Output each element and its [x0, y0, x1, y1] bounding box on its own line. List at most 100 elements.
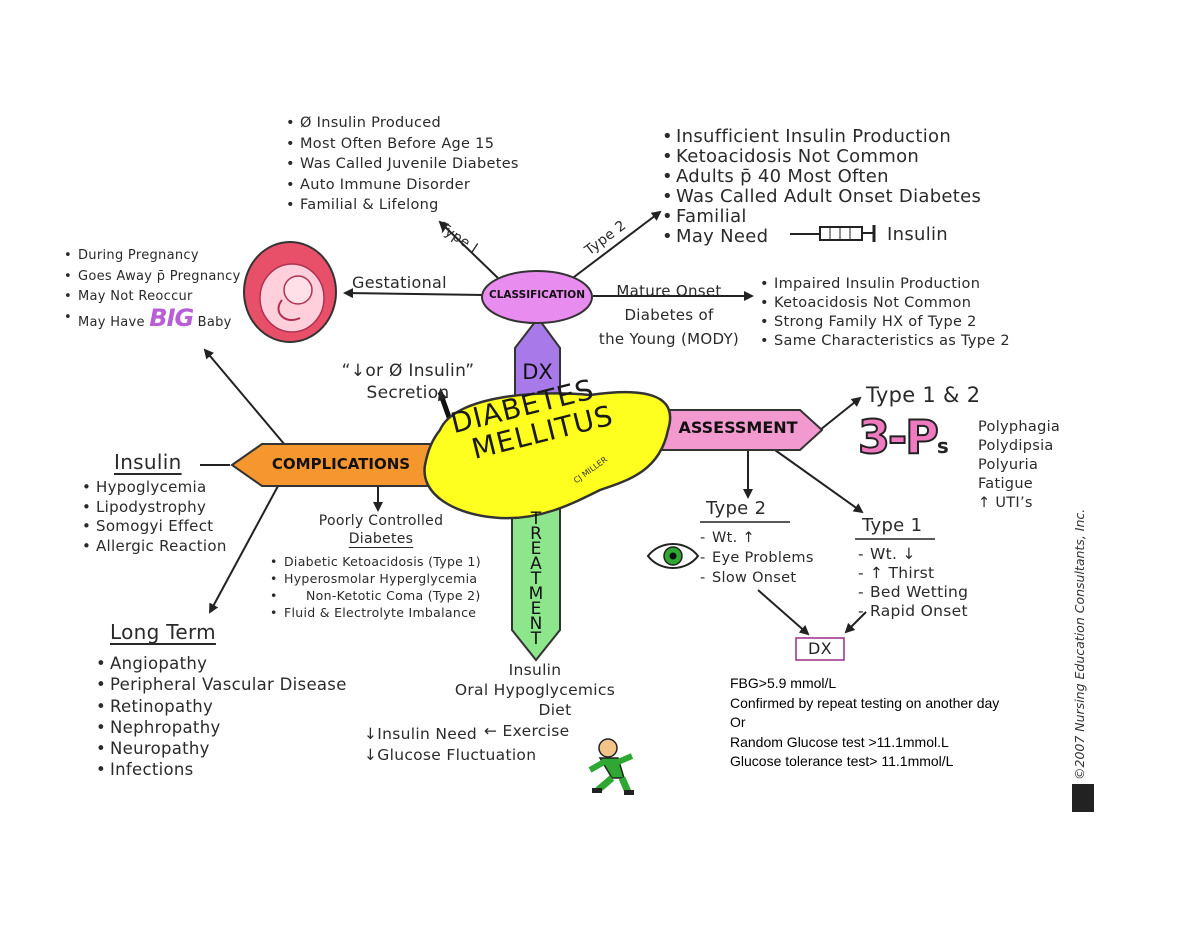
poorly-list: Diabetic Ketoacidosis (Type 1) Hyperosmo…: [268, 553, 481, 621]
type1-list: Ø Insulin Produced Most Often Before Age…: [284, 113, 519, 216]
big-word: BIG: [149, 303, 194, 332]
list-item: Fluid & Electrolyte Imbalance: [268, 604, 481, 621]
list-item: May Need: [660, 227, 981, 248]
assess-type2-list: Wt. ↑ Eye Problems Slow Onset: [698, 528, 814, 588]
long-term-list: Angiopathy Peripheral Vascular Disease R…: [94, 653, 347, 781]
symptom-list: Polyphagia Polydipsia Polyuria Fatigue ↑…: [978, 418, 1060, 513]
symptom-item: Polydipsia: [978, 438, 1054, 454]
arrow-gestational-comp: [203, 348, 286, 446]
long-term-label: Long Term: [110, 620, 216, 644]
list-item: Familial: [660, 207, 981, 228]
list-item: Hypoglycemia: [80, 478, 227, 498]
dx-label: DX: [522, 360, 553, 384]
arrow-secretion: [437, 390, 453, 421]
assess-type1-label: Type 1: [862, 515, 923, 536]
list-item: Diabetic Ketoacidosis (Type 1): [268, 553, 481, 570]
list-item: Eye Problems: [698, 548, 814, 568]
list-item: Infections: [94, 759, 347, 781]
list-item: Somogyi Effect: [80, 517, 227, 537]
mody-line2: Diabetes of: [624, 306, 714, 324]
list-item: Ø Insulin Produced: [284, 113, 519, 134]
classification-label: CLASSIFICATION: [489, 289, 585, 301]
list-item: Strong Family HX of Type 2: [758, 313, 1010, 332]
list-item: May Have BIG Baby: [62, 306, 241, 334]
dx-note-random: Random Glucose test >11.1mmol.L: [730, 733, 949, 750]
list-item: Goes Away p̄ Pregnancy: [62, 267, 241, 288]
list-item: ↑ Thirst: [856, 564, 968, 583]
list-item: Angiopathy: [94, 653, 347, 675]
classification-node: [481, 270, 593, 324]
treatment-item: Insulin: [508, 661, 562, 679]
arrow-gestational: [343, 288, 485, 299]
list-item: Slow Onset: [698, 568, 814, 588]
symptom-item: Polyuria: [978, 457, 1039, 473]
treatment-item: Oral Hypoglycemics: [454, 681, 616, 699]
list-item-continuation: Non-Ketotic Coma (Type 2): [268, 587, 481, 604]
big-baby-suffix: Baby: [197, 314, 232, 330]
list-item: Most Often Before Age 15: [284, 134, 519, 155]
list-item: Was Called Juvenile Diabetes: [284, 154, 519, 175]
copyright-text: ©2007 Nursing Education Consultants, Inc…: [1072, 508, 1087, 780]
list-item: Wt. ↓: [856, 545, 968, 564]
exercise-text: ← Exercise: [484, 722, 570, 740]
continuation-text: Non-Ketotic Coma (Type 2): [306, 588, 481, 603]
secretion-note: “↓or Ø Insulin” Secretion: [328, 360, 488, 404]
list-item: Ketoacidosis Not Common: [758, 294, 1010, 313]
three-ps-suffix: s: [936, 434, 949, 458]
three-ps-text: 3-P: [857, 409, 940, 465]
center-blob: [423, 390, 672, 520]
gestational-label: Gestational: [352, 273, 447, 292]
list-item: Hyperosmolar Hyperglycemia: [268, 570, 481, 587]
list-item: During Pregnancy: [62, 246, 241, 267]
arrow-longterm: [209, 485, 279, 614]
list-item: Was Called Adult Onset Diabetes: [660, 187, 981, 208]
list-item: Peripheral Vascular Disease: [94, 674, 347, 696]
symptom-item: Polyphagia: [978, 419, 1061, 435]
dx-notes: FBG>5.9 mmol/L Confirmed by repeat testi…: [730, 674, 999, 772]
list-item: Allergic Reaction: [80, 537, 227, 557]
list-item: Nephropathy: [94, 717, 347, 739]
list-item: Adults p̄ 40 Most Often: [660, 167, 981, 188]
arrow-type12: [819, 396, 862, 431]
dx-note-or: Or: [730, 714, 746, 730]
dx-note-gtt: Glucose tolerance test> 11.1mmol/L: [730, 753, 954, 769]
dx-box: [795, 637, 845, 661]
list-item: Lipodystrophy: [80, 498, 227, 518]
assessment-label: ASSESSMENT: [678, 418, 798, 437]
eye-icon: [646, 543, 700, 569]
list-item: Auto Immune Disorder: [284, 175, 519, 196]
arrow-type1: [438, 220, 501, 281]
gestational-list: During Pregnancy Goes Away p̄ Pregnancy …: [62, 246, 241, 333]
runner-illustration: [588, 738, 634, 795]
arrow-assess-type1: [774, 449, 864, 514]
treatment-list: Insulin Oral Hypoglycemics Diet: [440, 660, 630, 720]
publisher-logo: [1072, 784, 1094, 812]
mody-label: Mature Onset Diabetes of the Young (MODY…: [594, 279, 744, 351]
complications-label: COMPLICATIONS: [271, 455, 411, 473]
list-item: Retinopathy: [94, 696, 347, 718]
comp-insulin-list: Hypoglycemia Lipodystrophy Somogyi Effec…: [80, 478, 227, 556]
assess-type1-list: Wt. ↓ ↑ Thirst Bed Wetting Rapid Onset: [856, 545, 968, 621]
type2-list: Insufficient Insulin Production Ketoacid…: [660, 127, 981, 248]
poorly-line1: Poorly Controlled: [318, 513, 444, 529]
mody-line1: Mature Onset: [616, 282, 722, 300]
mody-list: Impaired Insulin Production Ketoacidosis…: [758, 275, 1010, 351]
dx-note-fbg: FBG>5.9 mmol/L: [730, 675, 837, 691]
list-item: Familial & Lifelong: [284, 195, 519, 216]
type12-heading: Type 1 & 2: [866, 383, 981, 407]
comp-insulin-label: Insulin: [114, 450, 182, 474]
big-baby-prefix: May Have: [78, 314, 145, 330]
list-item: Insufficient Insulin Production: [660, 127, 981, 148]
insulin-need-decrease: ↓Insulin Need: [364, 725, 478, 743]
list-item: Impaired Insulin Production: [758, 275, 1010, 294]
assess-type2-label: Type 2: [706, 498, 767, 519]
insulin-need-text: Insulin: [887, 224, 949, 245]
three-ps-logo: 3-Ps: [857, 409, 949, 465]
poorly-controlled-label: Poorly Controlled Diabetes: [306, 512, 456, 548]
secretion-line1: “↓or Ø Insulin”: [341, 361, 475, 381]
glucose-fluctuation: ↓Glucose Fluctuation: [364, 746, 537, 764]
dx-note-confirm: Confirmed by repeat testing on another d…: [730, 694, 1000, 711]
list-item: May Not Reoccur: [62, 287, 241, 308]
